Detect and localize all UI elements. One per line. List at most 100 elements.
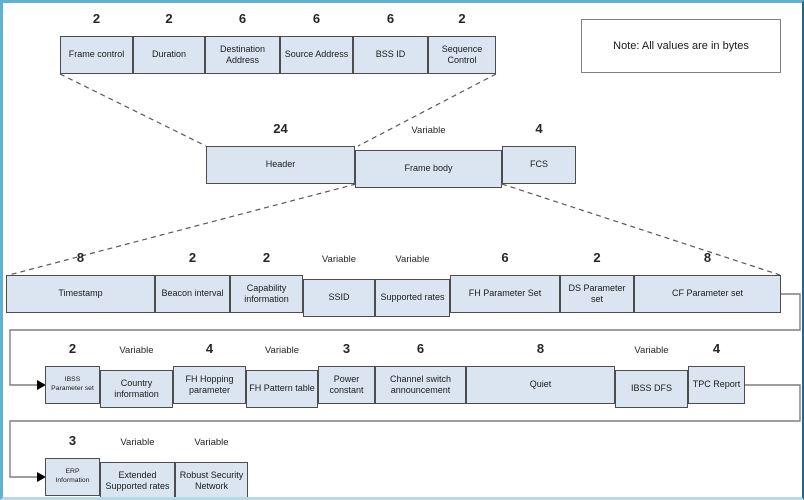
field-cell: DS Parameter set <box>560 275 634 313</box>
field-size-label: Variable <box>119 345 154 356</box>
connector-arrowhead <box>37 472 46 482</box>
field-cell: CF Parameter set <box>634 275 781 313</box>
field-cell: BSS ID <box>353 36 428 74</box>
field-cell: Timestamp <box>6 275 155 313</box>
field-cell: Channel switch announcement <box>375 366 466 404</box>
field-size-label: 4 <box>712 341 721 356</box>
connector-arrowhead <box>37 380 46 390</box>
field-size-label: 6 <box>238 11 247 26</box>
field-size-label: 6 <box>312 11 321 26</box>
field-size-label: 6 <box>501 250 509 265</box>
field-cell: ERP Information <box>45 458 100 496</box>
field-size-label: 2 <box>262 250 271 265</box>
note-box: Note: All values are in bytes <box>581 19 781 73</box>
field-cell: Header <box>206 146 355 184</box>
field-size-label: Variable <box>264 345 300 356</box>
field-size-label: 2 <box>188 250 197 265</box>
field-cell: Frame control <box>60 36 133 74</box>
dashed-expansion-line <box>501 183 781 276</box>
field-cell: Destination Address <box>205 36 280 74</box>
field-size-label: 3 <box>68 433 77 448</box>
field-cell: FH Hopping parameter <box>173 366 246 404</box>
field-size-label: Variable <box>395 254 430 265</box>
field-size-label: 2 <box>593 250 601 265</box>
field-cell: FH Pattern table <box>246 370 318 408</box>
field-cell: Quiet <box>466 366 615 404</box>
field-size-label: 8 <box>536 341 545 356</box>
field-cell: Source Address <box>280 36 353 74</box>
dashed-expansion-line <box>59 73 207 147</box>
field-size-label: 8 <box>703 250 712 265</box>
field-column: 4 FH Hopping parameter <box>173 341 246 408</box>
field-size-label: 2 <box>68 341 77 356</box>
field-cell: FCS <box>502 146 576 184</box>
wrap-connector-line <box>9 384 801 478</box>
note-text: Note: All values are in bytes <box>613 40 749 52</box>
field-column: Variable FH Pattern table <box>246 341 318 408</box>
field-cell: Power constant <box>318 366 375 404</box>
field-size-label: 6 <box>386 11 395 26</box>
field-size-label: Variable <box>634 345 669 356</box>
field-size-label: 4 <box>535 121 543 136</box>
field-cell: Sequence Control <box>428 36 496 74</box>
field-size-label: 2 <box>458 11 466 26</box>
field-cell: Duration <box>133 36 205 74</box>
field-size-label: 4 <box>205 341 214 356</box>
field-cell: IBSS Parameter set <box>45 366 100 404</box>
field-column: 2 DS Parameter set <box>560 250 634 317</box>
dashed-expansion-line <box>8 183 357 276</box>
field-cell: Robust Security Network <box>175 462 248 497</box>
field-size-label: Variable <box>120 437 155 448</box>
field-cell: Country information <box>100 370 173 408</box>
field-cell: Beacon interval <box>155 275 230 313</box>
field-size-label: 3 <box>342 341 351 356</box>
dashed-expansion-line <box>357 73 497 147</box>
connector-overlay <box>8 73 801 482</box>
field-size-label: 2 <box>92 11 101 26</box>
field-size-label: 24 <box>273 121 288 136</box>
field-column: 8 CF Parameter set <box>634 250 781 317</box>
field-size-label: Variable <box>194 437 229 448</box>
field-size-label: 2 <box>165 11 173 26</box>
field-cell: IBSS DFS <box>615 370 688 408</box>
wrap-connector-line <box>9 293 801 386</box>
field-cell: Frame body <box>355 150 502 188</box>
field-size-label: 6 <box>416 341 425 356</box>
field-size-label: Variable <box>321 254 357 265</box>
field-cell: SSID <box>303 279 375 317</box>
field-size-label: 8 <box>76 250 85 265</box>
field-cell: Extended Supported rates <box>100 462 175 497</box>
field-cell: TPC Report <box>688 366 745 404</box>
field-cell: Capability information <box>230 275 303 313</box>
